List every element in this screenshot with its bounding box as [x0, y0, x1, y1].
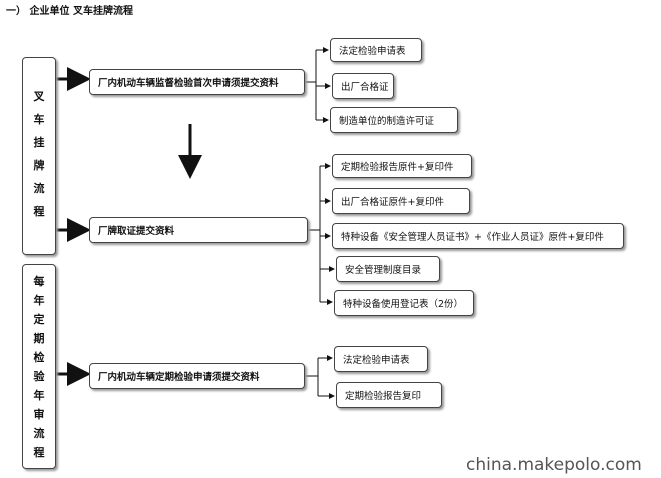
doc-manufacturing-license: 制造单位的制造许可证: [330, 107, 458, 133]
vchar: 审: [33, 408, 45, 421]
doc-safety-rules: 安全管理制度目录: [336, 256, 440, 282]
vchar: 年: [33, 389, 45, 402]
vchar: 流: [33, 182, 45, 195]
step-first-inspection: 厂内机动车辆监督检验首次申请须提交资料: [89, 69, 305, 95]
vchar: 流: [33, 427, 45, 440]
vchar: 挂: [33, 136, 45, 149]
vchar: 每: [33, 275, 45, 288]
watermark: china.makepolo.com: [466, 455, 642, 475]
doc-inspection-application: 法定检验申请表: [330, 38, 422, 62]
doc-inspection-application-2: 法定检验申请表: [334, 346, 428, 372]
left-box-annual-inspection: 每 年 定 期 检 验 年 审 流 程: [22, 264, 56, 469]
page-title: 一） 企业单位 叉车挂牌流程: [6, 6, 133, 17]
vchar: 期: [33, 332, 45, 345]
vchar: 程: [33, 205, 45, 218]
step-plate-certificate: 厂牌取证提交资料: [89, 217, 308, 243]
vchar: 牌: [33, 159, 45, 172]
vchar: 定: [33, 313, 45, 326]
step-periodic-inspection: 厂内机动车辆定期检验申请须提交资料: [89, 363, 305, 389]
left-box-plate-process: 叉 车 挂 牌 流 程: [22, 57, 56, 255]
doc-factory-certificate: 出厂合格证: [332, 73, 394, 99]
vchar: 车: [33, 113, 45, 126]
doc-factory-certificate-copy: 出厂合格证原件+复印件: [332, 188, 470, 214]
doc-personnel-certificates: 特种设备《安全管理人员证书》+《作业人员证》原件+复印件: [332, 223, 624, 249]
vchar: 年: [33, 294, 45, 307]
vchar: 叉: [33, 90, 45, 103]
vchar: 检: [33, 351, 45, 364]
doc-periodic-report-copy: 定期检验报告复印: [336, 382, 442, 408]
doc-periodic-report: 定期检验报告原件+复印件: [332, 154, 472, 178]
doc-registration-form: 特种设备使用登记表（2份）: [334, 290, 474, 316]
vchar: 验: [33, 370, 45, 383]
vchar: 程: [33, 446, 45, 459]
